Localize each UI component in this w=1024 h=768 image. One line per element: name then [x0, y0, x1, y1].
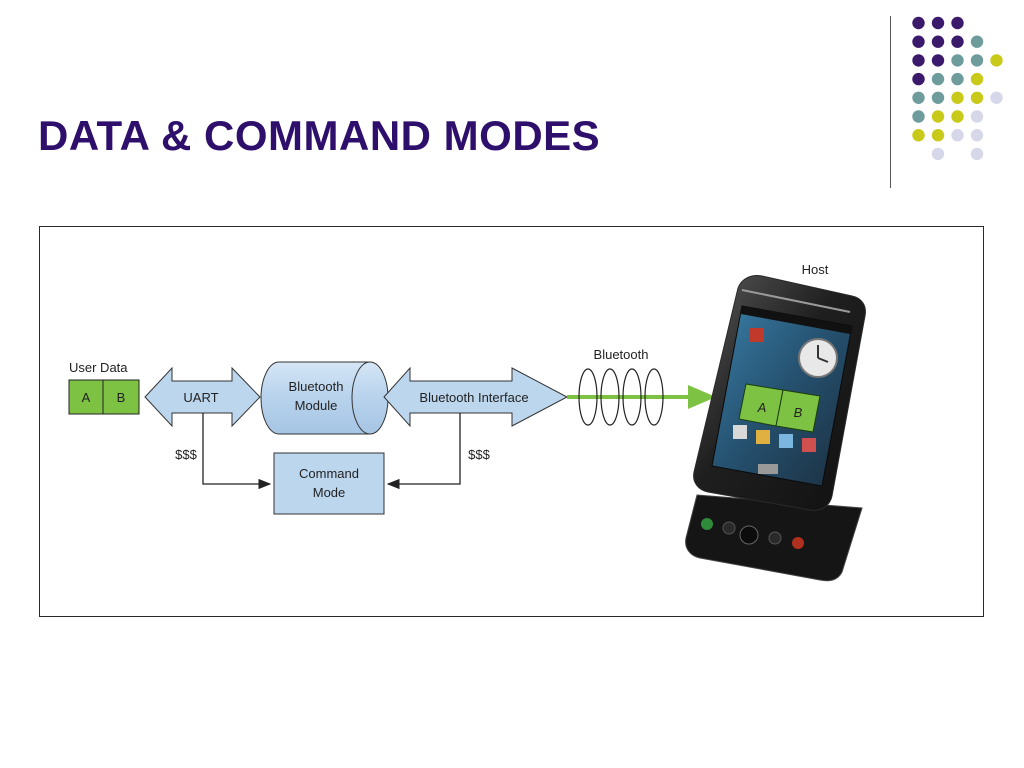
phone-cell-a-text: A	[757, 400, 767, 415]
header-divider	[890, 16, 891, 188]
host-phone-icon: A B	[685, 275, 866, 582]
escape-path-left	[202, 413, 272, 490]
phone-cell-b	[775, 389, 821, 433]
radio-wave-icon	[578, 368, 664, 426]
uart-double-arrow	[144, 366, 261, 428]
user-data-cell-b-text: B	[117, 390, 126, 405]
phone-cell-b-text: B	[794, 405, 803, 420]
user-data-cell-b	[102, 379, 140, 415]
uart-label: UART	[183, 390, 218, 405]
user-data-cell-a-text: A	[82, 390, 91, 405]
command-mode-line2: Mode	[313, 485, 346, 500]
command-mode-line1: Command	[299, 466, 359, 481]
bluetooth-module-line1: Bluetooth	[289, 379, 344, 394]
escape-sequence-left: $$$	[175, 447, 197, 462]
command-mode-box	[273, 452, 385, 515]
bluetooth-module-line2: Module	[295, 398, 338, 413]
bluetooth-interface-label: Bluetooth Interface	[419, 390, 528, 405]
slide-title: DATA & COMMAND MODES	[38, 112, 601, 159]
user-data-cell-a	[68, 379, 104, 415]
escape-sequence-right: $$$	[468, 447, 490, 462]
bluetooth-wireless-label: Bluetooth	[594, 347, 649, 362]
user-data-label: User Data	[69, 360, 128, 375]
escape-path-right	[386, 413, 461, 490]
host-label: Host	[802, 262, 829, 277]
wireless-link-arrowhead	[688, 385, 716, 409]
